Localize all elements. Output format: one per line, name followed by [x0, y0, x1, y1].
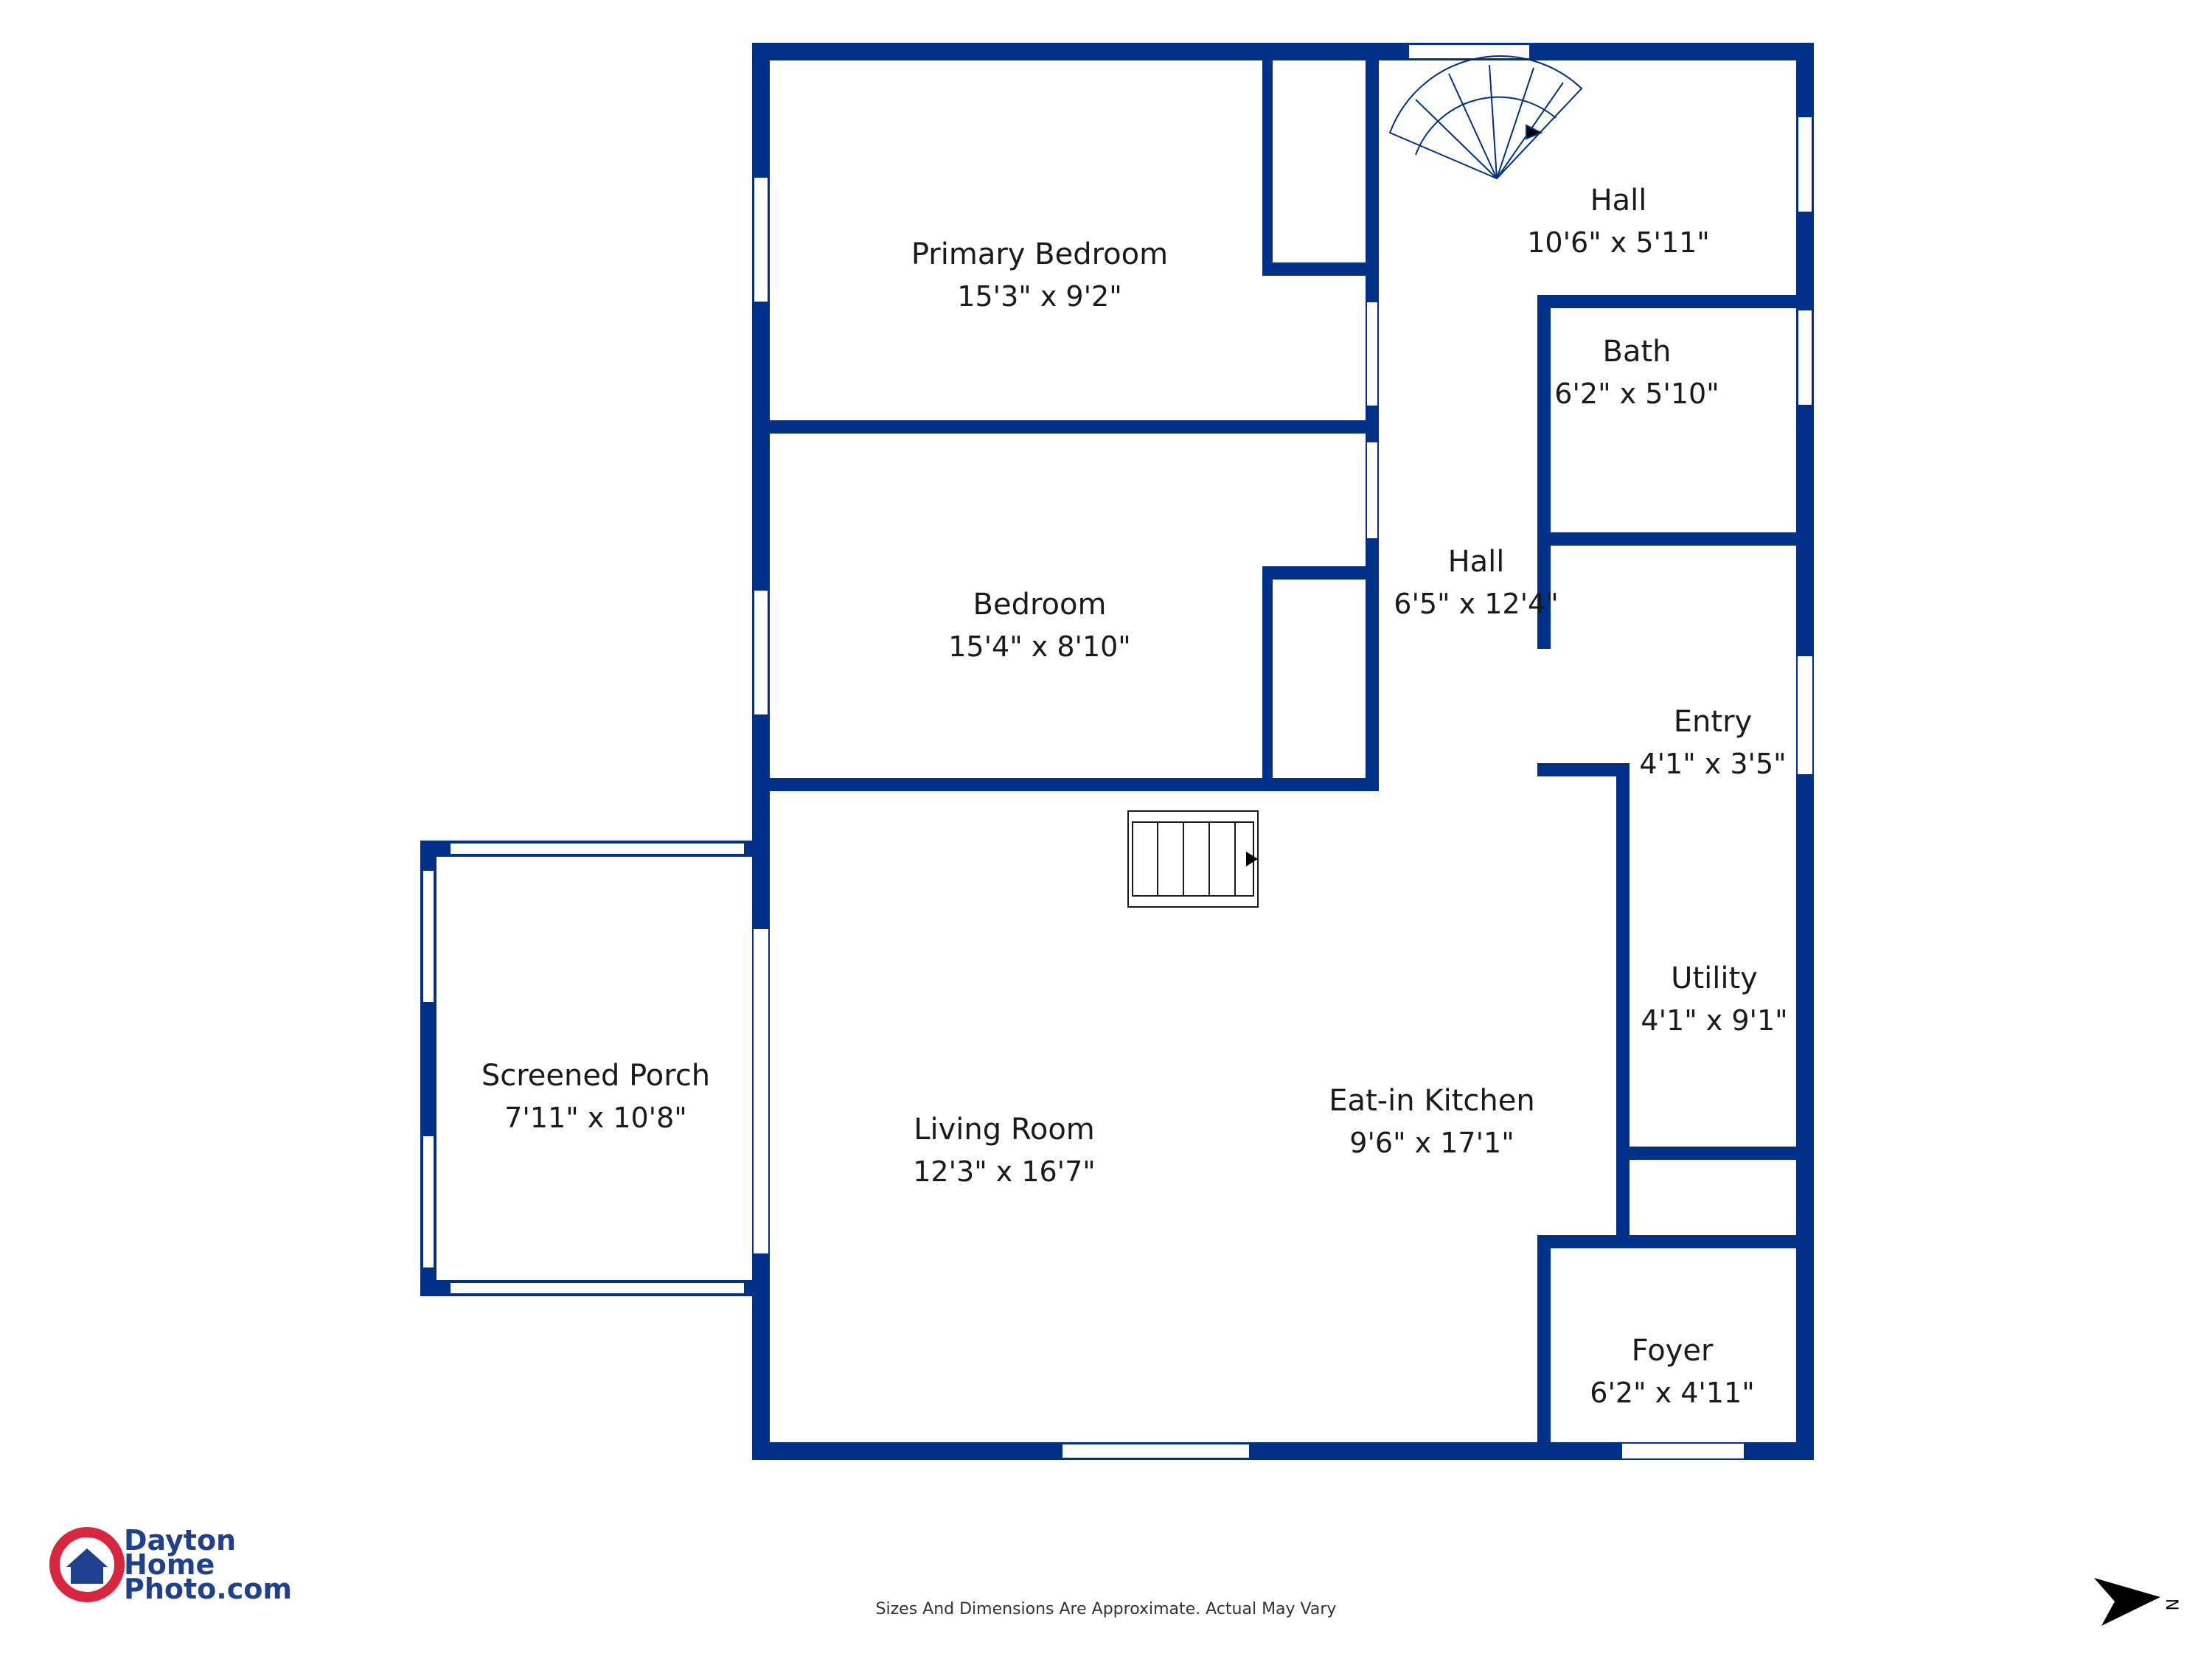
- room-name: Bedroom: [973, 588, 1107, 622]
- brand-logo: Dayton Home Photo.com: [49, 1524, 292, 1605]
- wall-hall-left: [1366, 43, 1379, 791]
- window: [1061, 1443, 1251, 1459]
- room-dimensions: 6'2" x 5'10": [1554, 378, 1719, 410]
- window: [422, 1135, 435, 1269]
- room-dimensions: 4'1" x 3'5": [1639, 748, 1786, 780]
- wall-bath-top: [1537, 295, 1814, 308]
- doorway: [1367, 442, 1377, 538]
- wall-top: [752, 43, 1814, 60]
- doorway: [1798, 656, 1812, 774]
- doorway: [754, 929, 768, 1253]
- north-arrow-icon: N: [2094, 1578, 2180, 1626]
- doorway: [1622, 1444, 1744, 1458]
- room-name: Utility: [1671, 961, 1758, 995]
- room-name: Hall: [1590, 184, 1647, 218]
- wall-foyer-top: [1537, 1235, 1814, 1248]
- room-name: Screened Porch: [481, 1059, 710, 1093]
- room-dimensions: 10'6" x 5'11": [1527, 226, 1710, 259]
- logo-line1: Dayton: [124, 1524, 236, 1557]
- window: [1797, 116, 1813, 213]
- room-name: Entry: [1674, 705, 1752, 739]
- wall-bedroom-divider: [752, 420, 1379, 434]
- logo-ring-icon: [49, 1527, 125, 1602]
- openings: [422, 44, 1813, 1459]
- wall-utility-bottom: [1616, 1147, 1814, 1160]
- room-name: Hall: [1448, 545, 1505, 579]
- room-labels: Primary Bedroom 15'3" x 9'2" Bedroom 15'…: [481, 184, 1788, 1409]
- wall-closet1: [1262, 262, 1379, 276]
- logo-line2: Home: [124, 1548, 215, 1581]
- window: [449, 842, 745, 855]
- wall-utility-left: [1616, 763, 1630, 1242]
- window: [753, 176, 769, 303]
- wall-closet2-side: [1262, 566, 1273, 791]
- room-name: Foyer: [1632, 1334, 1714, 1368]
- spiral-stair: [1388, 55, 1583, 180]
- room-name: Primary Bedroom: [911, 237, 1168, 271]
- room-dimensions: 15'3" x 9'2": [957, 280, 1121, 313]
- wall-bath-bottom: [1537, 532, 1814, 546]
- logo-line3: Photo.com: [124, 1573, 292, 1605]
- window: [1797, 309, 1813, 406]
- room-name: Living Room: [914, 1113, 1095, 1147]
- house-icon: [66, 1548, 108, 1584]
- stairs: [1127, 810, 1259, 908]
- window: [422, 869, 435, 1004]
- window: [753, 589, 769, 716]
- compass-label: N: [2162, 1599, 2180, 1610]
- room-dimensions: 15'4" x 8'10": [948, 630, 1131, 663]
- wall-closet2: [1262, 566, 1379, 580]
- room-name: Bath: [1603, 335, 1672, 369]
- wall-closet1-side: [1262, 60, 1273, 276]
- wall-foyer-left: [1537, 1235, 1551, 1460]
- window: [449, 1281, 745, 1295]
- room-dimensions: 6'2" x 4'11": [1590, 1377, 1754, 1409]
- room-dimensions: 9'6" x 17'1": [1349, 1127, 1514, 1159]
- wall-utility-top: [1537, 763, 1630, 776]
- room-dimensions: 6'5" x 12'4": [1394, 588, 1558, 620]
- room-dimensions: 12'3" x 16'7": [913, 1155, 1096, 1188]
- wall-bedroom-bottom: [752, 778, 1379, 791]
- room-dimensions: 7'11" x 10'8": [504, 1102, 687, 1134]
- room-name: Eat-in Kitchen: [1329, 1084, 1534, 1118]
- room-dimensions: 4'1" x 9'1": [1641, 1004, 1787, 1037]
- doorway: [1367, 302, 1377, 406]
- wall-bath-left: [1537, 295, 1551, 649]
- disclaimer: Sizes And Dimensions Are Approximate. Ac…: [875, 1600, 1337, 1618]
